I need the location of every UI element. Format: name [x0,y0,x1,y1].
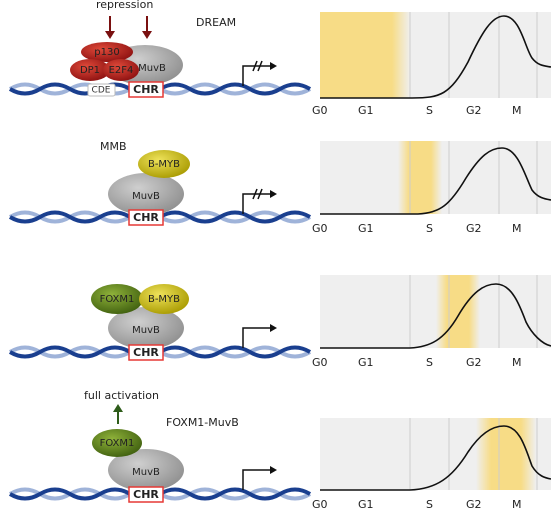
svg-text:MuvB: MuvB [132,191,160,202]
cell-cycle-chart: G0 G1 S G2 M [312,275,551,369]
panel-dream: repression DREAM MuvB p130 DP1 E2F4 [8,0,551,117]
muvb-protein: MuvB [108,173,184,215]
expression-highlight-g0-g1 [320,12,410,98]
foxm1-protein: FOXM1 [91,284,143,314]
svg-text:G1: G1 [358,498,374,511]
svg-text:S: S [426,498,433,511]
activation-arrow [113,404,123,424]
expression-curve [320,425,551,491]
transcription-arrow [242,324,277,348]
svg-text:G0: G0 [312,222,328,235]
svg-text:M: M [512,104,522,117]
svg-text:p130: p130 [94,47,119,58]
foxm1-protein: FOXM1 [92,429,142,457]
e2f4-protein: E2F4 [103,59,139,81]
complex-name: MMB [100,140,127,153]
complex-name: FOXM1-MuvB [166,416,239,429]
svg-text:E2F4: E2F4 [109,65,134,76]
repression-arrow-right [142,16,152,39]
expression-highlight-s-g2 [436,275,480,348]
chr-site: CHR [128,209,164,226]
blocked-transcription-arrow [242,188,277,214]
svg-text:G1: G1 [358,222,374,235]
repression-label: repression [96,0,153,11]
panel-foxm1-bmyb-muvb: MuvB FOXM1 B-MYB CHR [8,275,551,369]
dp1-protein: DP1 [70,59,110,81]
svg-text:M: M [512,222,522,235]
cell-cycle-chart: G0 G1 S G2 M [312,418,551,511]
expression-curve [320,147,551,215]
svg-text:FOXM1: FOXM1 [100,438,135,449]
svg-text:G1: G1 [358,356,374,369]
expression-curve [320,15,551,99]
svg-text:CHR: CHR [133,83,159,96]
expression-curve [320,283,551,349]
svg-text:CDE: CDE [92,86,111,96]
chr-site: CHR [128,486,164,503]
svg-text:CHR: CHR [133,211,159,224]
svg-text:MuvB: MuvB [132,325,160,336]
panel-mmb: MMB MuvB B-MYB CHR [8,140,551,235]
svg-text:B-MYB: B-MYB [148,294,180,305]
b-myb-protein: B-MYB [139,284,189,314]
svg-text:MuvB: MuvB [138,63,166,74]
muvb-protein: MuvB [108,449,184,491]
svg-text:CHR: CHR [133,346,159,359]
panel-foxm1-muvb: full activation FOXM1-MuvB MuvB FOXM1 CH… [8,389,551,511]
full-activation-label: full activation [84,389,159,402]
transcription-arrow [242,466,277,490]
svg-text:MuvB: MuvB [132,467,160,478]
blocked-transcription-arrow [242,60,277,86]
svg-text:G2: G2 [466,104,482,117]
complex-name: DREAM [196,16,236,29]
svg-text:B-MYB: B-MYB [148,159,180,170]
svg-text:M: M [512,498,522,511]
cell-cycle-chart: G0 G1 S G2 M [312,12,551,117]
p130-protein: p130 [81,42,133,62]
repression-arrow-left [105,16,115,39]
svg-text:G0: G0 [312,104,328,117]
svg-text:G0: G0 [312,356,328,369]
svg-text:G2: G2 [466,498,482,511]
svg-text:DP1: DP1 [80,65,100,76]
svg-text:G1: G1 [358,104,374,117]
cde-site: CDE [87,83,116,97]
svg-text:G2: G2 [466,356,482,369]
expression-highlight-g1-s [398,141,442,214]
expression-highlight-g2-m [476,418,536,490]
svg-text:S: S [426,104,433,117]
svg-text:G2: G2 [466,222,482,235]
svg-text:S: S [426,356,433,369]
cell-cycle-chart: G0 G1 S G2 M [312,141,551,235]
chr-site: CHR [128,344,164,361]
svg-text:CHR: CHR [133,488,159,501]
svg-text:M: M [512,356,522,369]
muvb-protein: MuvB [108,307,184,349]
chr-site: CHR [128,81,164,98]
b-myb-protein: B-MYB [138,150,190,178]
svg-text:S: S [426,222,433,235]
svg-text:G0: G0 [312,498,328,511]
svg-text:FOXM1: FOXM1 [100,294,135,305]
